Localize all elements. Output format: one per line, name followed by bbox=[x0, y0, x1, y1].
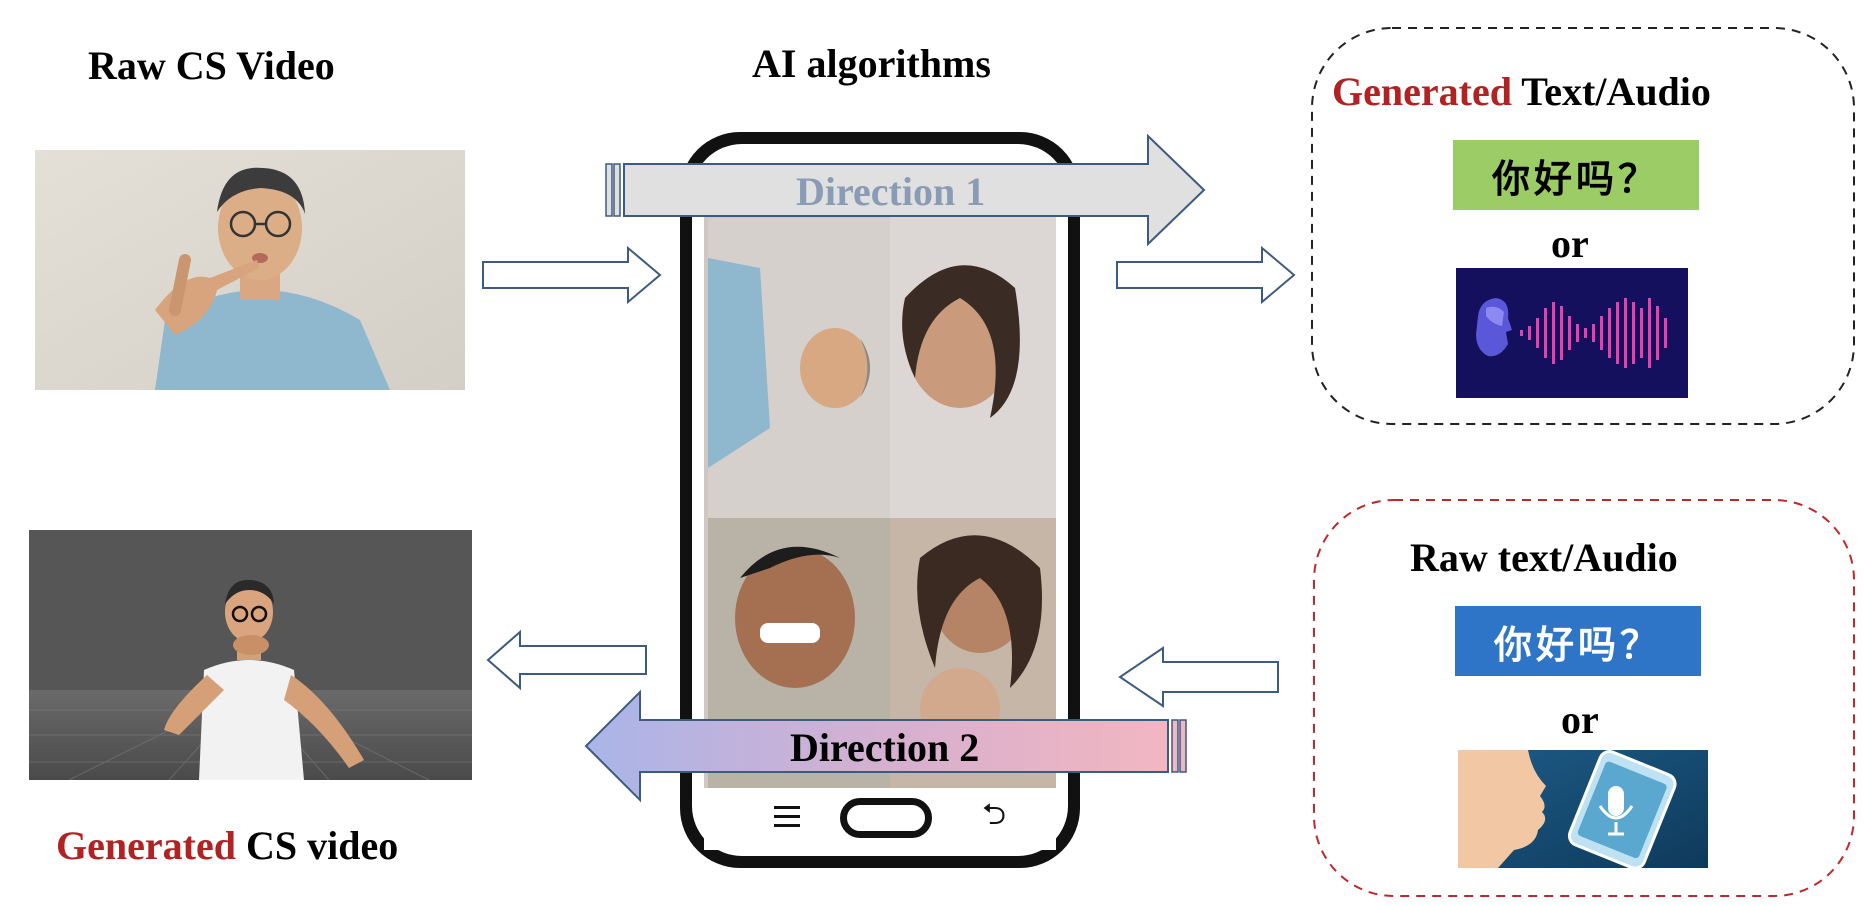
raw-cs-video-frame bbox=[35, 150, 465, 390]
direction2-arrow-tail-a bbox=[1171, 719, 1179, 773]
raw-cs-video-title: Raw CS Video bbox=[88, 43, 335, 88]
arrow-phone-to-output bbox=[1116, 245, 1296, 305]
generated-word-bottom: Generated bbox=[56, 823, 236, 868]
home-button[interactable] bbox=[840, 798, 932, 838]
cs-video-word: CS video bbox=[235, 823, 399, 868]
direction2-arrow-tail-b bbox=[1179, 719, 1187, 773]
arrow-raw-to-phone bbox=[482, 245, 662, 305]
direction1-arrow-tail-b bbox=[613, 163, 621, 217]
generated-cs-video-frame bbox=[29, 530, 472, 780]
generated-word: Generated bbox=[1332, 69, 1512, 114]
generated-text-box: 你好吗？ bbox=[1453, 140, 1699, 210]
generated-cs-video-title: Generated CS video bbox=[56, 826, 398, 866]
generated-output-container bbox=[1311, 27, 1855, 425]
direction1-arrow-tail-a bbox=[605, 163, 613, 217]
generated-text-audio-title: Generated Text/Audio bbox=[1332, 72, 1711, 112]
ai-algorithms-title: AI algorithms bbox=[752, 41, 991, 86]
raw-or-label: or bbox=[1561, 697, 1599, 742]
raw-text-audio-title: Raw text/Audio bbox=[1410, 535, 1678, 580]
direction1-label: Direction 1 bbox=[796, 169, 986, 214]
arrow-input-to-phone bbox=[1118, 646, 1279, 708]
raw-audio-microphone-image bbox=[1458, 750, 1708, 868]
hamburger-icon[interactable] bbox=[774, 806, 800, 828]
direction2-label: Direction 2 bbox=[790, 725, 980, 770]
text-audio-word: Text/Audio bbox=[1511, 69, 1711, 114]
back-arrow-icon[interactable]: ⮌ bbox=[982, 797, 1007, 832]
generated-audio-waveform bbox=[1456, 268, 1688, 398]
direction1-arrow bbox=[623, 133, 1206, 247]
generated-or-label: or bbox=[1551, 221, 1589, 266]
arrow-phone-to-generated-video bbox=[486, 629, 647, 691]
raw-text-box: 你好吗？ bbox=[1455, 606, 1701, 676]
direction2-arrow bbox=[584, 689, 1169, 803]
raw-input-container bbox=[1313, 499, 1855, 897]
